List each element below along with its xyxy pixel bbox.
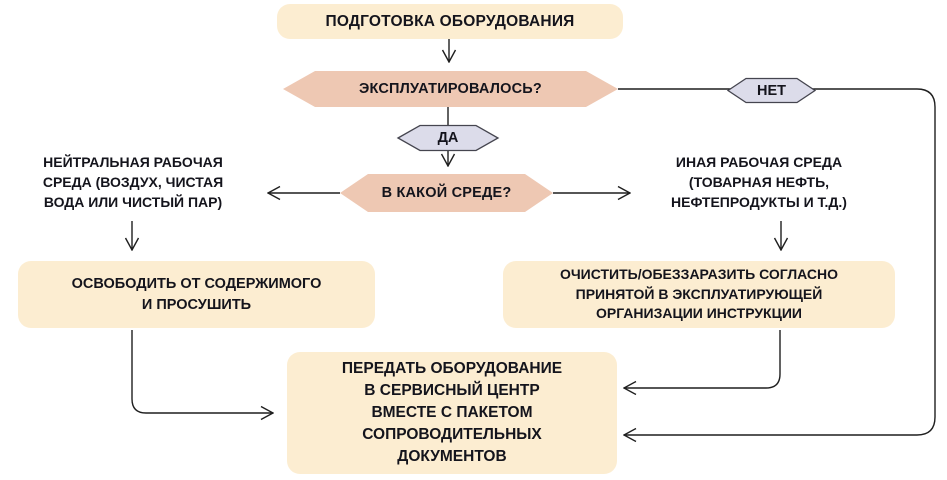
arrow-emptydry-to-transfer bbox=[131, 330, 273, 413]
medium-question-hexagon-shape bbox=[340, 174, 553, 212]
other-medium-label: ИНАЯ РАБОЧАЯ СРЕДА (ТОВАРНАЯ НЕФТЬ, НЕФТ… bbox=[671, 154, 847, 210]
yes-tag-label: ДА bbox=[437, 130, 459, 146]
start-box: ПОДГОТОВКА ОБОРУДОВАНИЯ bbox=[277, 4, 623, 39]
operated-question-hexagon-shape bbox=[283, 71, 618, 107]
clean-disinfect-box: ОЧИСТИТЬ/ОБЕЗЗАРАЗИТЬ СОГЛАСНО ПРИНЯТОЙ … bbox=[503, 261, 895, 328]
operated-question-label: ЭКСПЛУАТИРОВАЛОСЬ? bbox=[359, 81, 542, 97]
neutral-medium-label: НЕЙТРАЛЬНАЯ РАБОЧАЯ СРЕДА (ВОЗДУХ, ЧИСТА… bbox=[42, 154, 224, 210]
yes-hexagon-shape bbox=[396, 124, 500, 152]
no-tag-label: НЕТ bbox=[757, 82, 786, 99]
no-hexagon-shape bbox=[726, 77, 817, 104]
arrow-clean-to-transfer bbox=[624, 330, 781, 388]
transfer-box: ПЕРЕДАТЬ ОБОРУДОВАНИЕ В СЕРВИСНЫЙ ЦЕНТР … bbox=[287, 352, 617, 474]
empty-and-dry-box: ОСВОБОДИТЬ ОТ СОДЕРЖИМОГО И ПРОСУШИТЬ bbox=[18, 261, 375, 328]
arrow-no-to-transfer bbox=[618, 88, 936, 435]
medium-question-label: В КАКОЙ СРЕДЕ? bbox=[381, 185, 512, 201]
